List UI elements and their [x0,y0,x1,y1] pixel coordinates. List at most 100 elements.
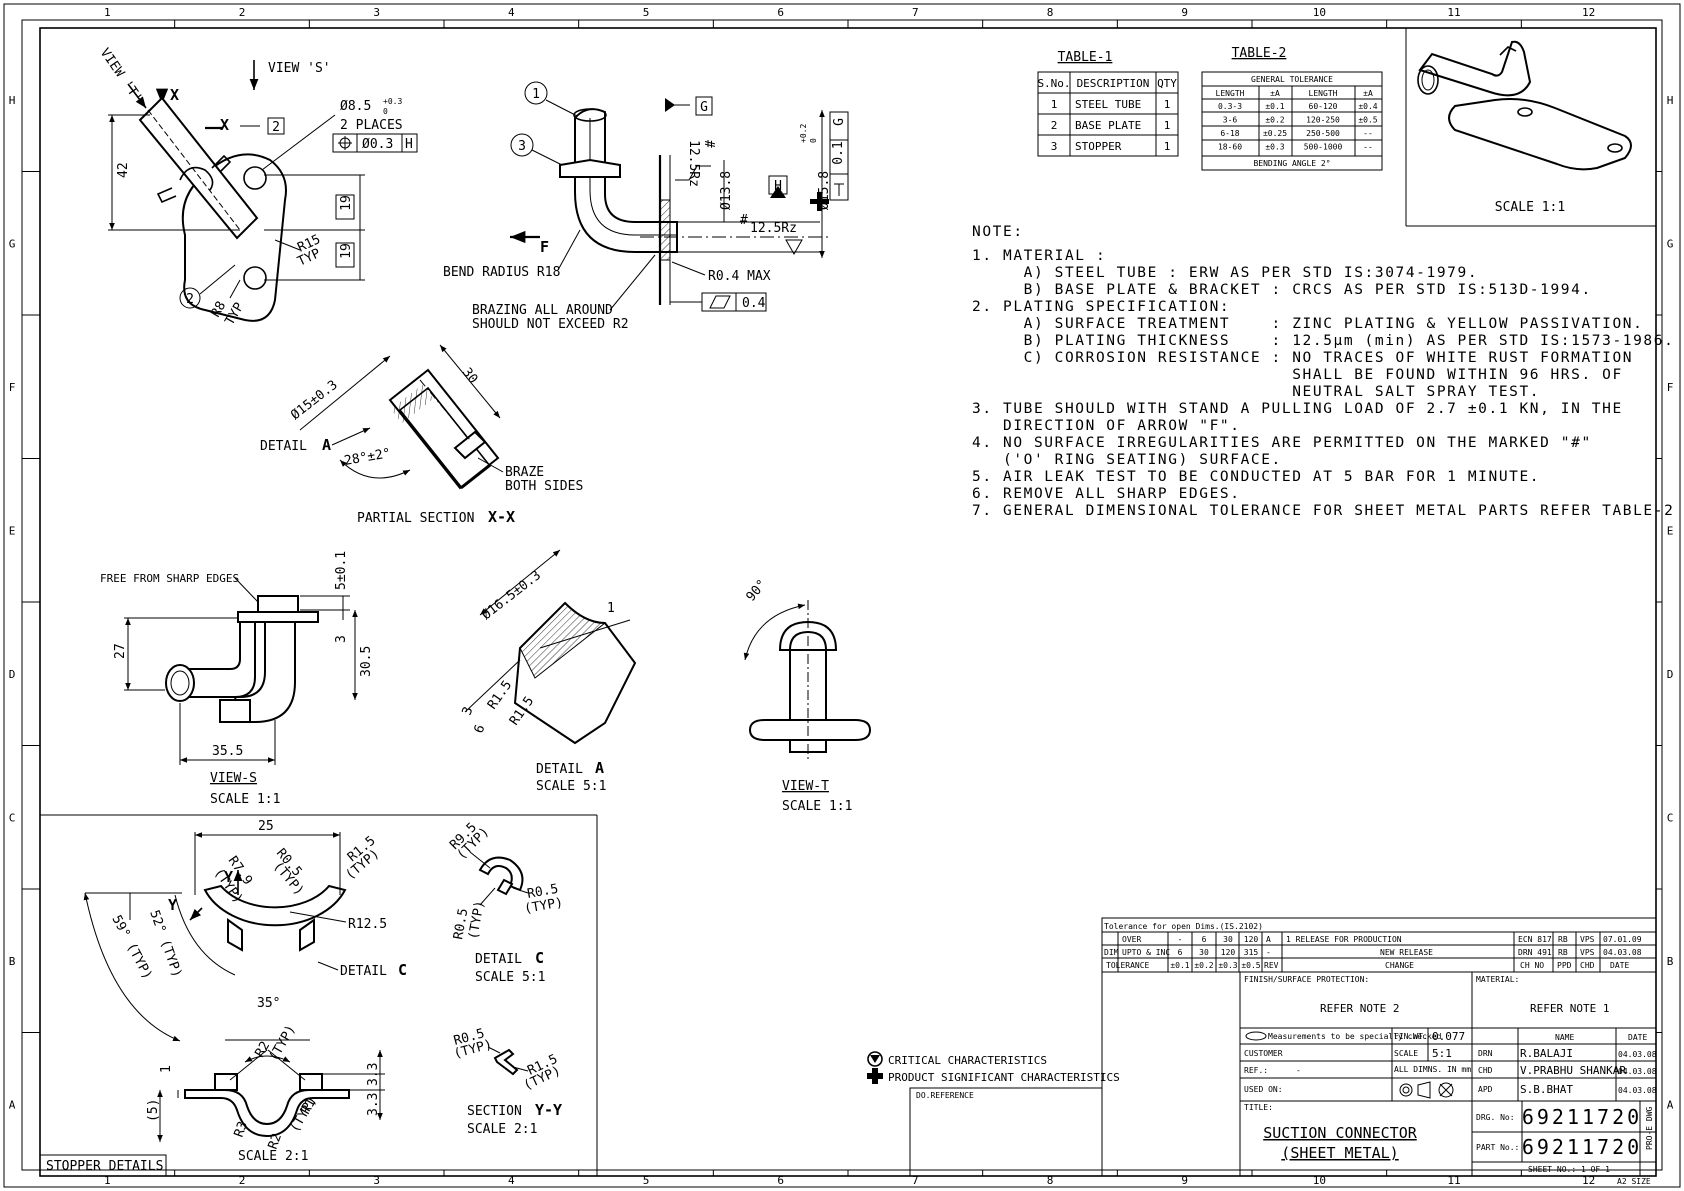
tol-over: 30 [1223,935,1233,944]
zone-col-label: 1 [104,6,111,19]
tol-value: ±0.1 [1170,961,1189,970]
rev-b-change: NEW RELEASE [1380,948,1433,957]
note-line: 4. NO SURFACE IRREGULARITIES ARE PERMITT… [972,435,1592,451]
detail-c-ref-id: C [398,961,407,979]
rz-1: 12.5Rz [686,140,701,187]
rev-a-ch: ECN 817 [1518,935,1552,944]
product-significant-icon [867,1068,883,1084]
t2-cell: 500-1000 [1304,143,1343,152]
note-line: A) STEEL TUBE : ERW AS PER STD IS:3074-1… [972,265,1478,281]
note-line: 3. TUBE SHOULD WITH STAND A PULLING LOAD… [972,401,1623,417]
drg-no: 69211720 [1522,1105,1642,1129]
sheet-border [3,3,1681,1188]
rev-h: REV [1264,961,1279,970]
rev-h-date: DATE [1610,961,1629,970]
t1-cell: 1 [1164,119,1171,132]
view-section: 1 3 F G 12.5Rz # Ø13.8 H Ø15.8 +0.2 [443,81,849,332]
rev-b-chk: VPS [1580,948,1595,957]
drawing-title-1: SUCTION CONNECTOR [1263,1124,1417,1142]
dim-33b: 3.3 [366,1093,381,1116]
zone-row-label: D [1667,668,1674,681]
view-top-left: VIEW 'T' VIEW 'S' X X 42 19 19 Ø8.5 +0.3… [97,46,418,328]
tol-value: ±0.5 [1241,961,1260,970]
customer-label: CUSTOMER [1244,1049,1283,1058]
section-yy-title: SECTION [467,1104,522,1119]
zone-row-label: A [9,1098,16,1111]
rev-b-by: RB [1558,948,1568,957]
t2-cell: ±0.25 [1263,129,1287,138]
tol-upto: 30 [1199,948,1209,957]
t2-cell: ±0.4 [1358,102,1377,111]
typ-2: (TYP) [523,895,564,917]
zone-row-label: F [9,381,16,394]
tol-over: 120 [1244,935,1259,944]
dim-d85-tol-up: +0.3 [383,97,402,106]
table-1: TABLE-1 S.No. DESCRIPTION QTY 1 STEEL TU… [1037,50,1179,157]
zone-row-label: A [1667,1098,1674,1111]
note-line: SHALL BE FOUND WITHIN 96 HRS. OF [972,367,1623,383]
zone-row-label: H [9,94,16,107]
dim-d138: Ø13.8 [719,171,734,210]
t1-cell: 3 [1051,140,1058,153]
detail-a-id: A [322,436,331,454]
t1-h-desc: DESCRIPTION [1077,77,1150,90]
scale-value: 5:1 [1432,1047,1452,1060]
rev-a-by: RB [1558,935,1568,944]
t1-cell: 1 [1051,98,1058,111]
angle-90: 90° [744,577,771,605]
drawing-title-2: (SHEET METAL) [1281,1144,1398,1162]
rev-a-change: 1 RELEASE FOR PRODUCTION [1286,935,1402,944]
used-on-label: USED ON: [1244,1085,1283,1094]
tb-tolerance: TOLERANCE [1106,961,1150,970]
detail-a-title: DETAIL [536,762,583,777]
datum-h2: H [774,179,782,194]
table-1-title: TABLE-1 [1058,50,1113,65]
chd-name: V.PRABHU SHANKAR [1520,1064,1626,1077]
apd-label: APD [1478,1085,1493,1094]
t1-h-qty: QTY [1157,77,1177,90]
table-2-title: TABLE-2 [1232,46,1287,61]
fcf-tol: 0.1 [831,141,846,164]
partial-section-title: PARTIAL SECTION [357,511,474,526]
do-reference: DO.REFERENCE [916,1091,974,1100]
view-s-title: VIEW-S [210,771,257,786]
dim-d158-tol: +0.2 [799,124,808,143]
scale-label: SCALE [1394,1049,1418,1058]
view-s: FREE FROM SHARP EDGES 27 5±0.1 3 30.5 35… [100,551,374,807]
dim-5: 5±0.1 [334,551,349,590]
typ-d: (TYP) [266,1023,299,1064]
chd-date: 04.03.08 [1618,1067,1657,1076]
rev-b-ch: DRN 491 [1518,948,1552,957]
material-value: REFER NOTE 1 [1530,1002,1609,1015]
zone-col-label: 1 [104,1174,111,1187]
dim-27: 27 [113,643,128,659]
notes: NOTE: 1. MATERIAL : A) STEEL TUBE : ERW … [972,224,1673,519]
t2-cell: 60-120 [1309,102,1338,111]
t2-cell: 250-500 [1306,129,1340,138]
dim-r8: R8 [208,299,229,320]
tb-over: OVER [1122,935,1141,944]
x-label: X [170,86,179,104]
name-h: NAME [1555,1033,1574,1042]
detail-a-title-id: A [595,759,604,777]
zone-row-label: C [1667,811,1674,824]
sheet-size: A2 SIZE [1617,1177,1651,1186]
zone-col-label: 12 [1582,1174,1595,1187]
view-t-title: VIEW-T [782,779,829,794]
rev-b: - [1266,948,1271,957]
zone-row-label: B [1667,955,1674,968]
projection-symbol-icon [1399,1083,1413,1097]
rev-a-chk: VPS [1580,935,1595,944]
zone-col-label: 6 [777,6,784,19]
zone-row-label: E [1667,524,1674,537]
t2-h: ±A [1270,89,1280,98]
legend: CRITICAL CHARACTERISTICS PRODUCT SIGNIFI… [867,1051,1120,1177]
finish-label: FINISH/SURFACE PROTECTION: [1244,975,1369,984]
tol-value: ±0.3 [1218,961,1237,970]
drn-date: 04.03.08 [1618,1050,1657,1059]
detail-a: Ø16.5±0.3 1 R1.5 R1.5 3 6 DETAIL A SCALE… [460,549,637,794]
tb-dim: DIM [1104,948,1119,957]
stopper-scale: SCALE 2:1 [238,1149,308,1164]
apd-name: S.B.BHAT [1520,1083,1573,1096]
r2b: R2 [266,1132,285,1152]
